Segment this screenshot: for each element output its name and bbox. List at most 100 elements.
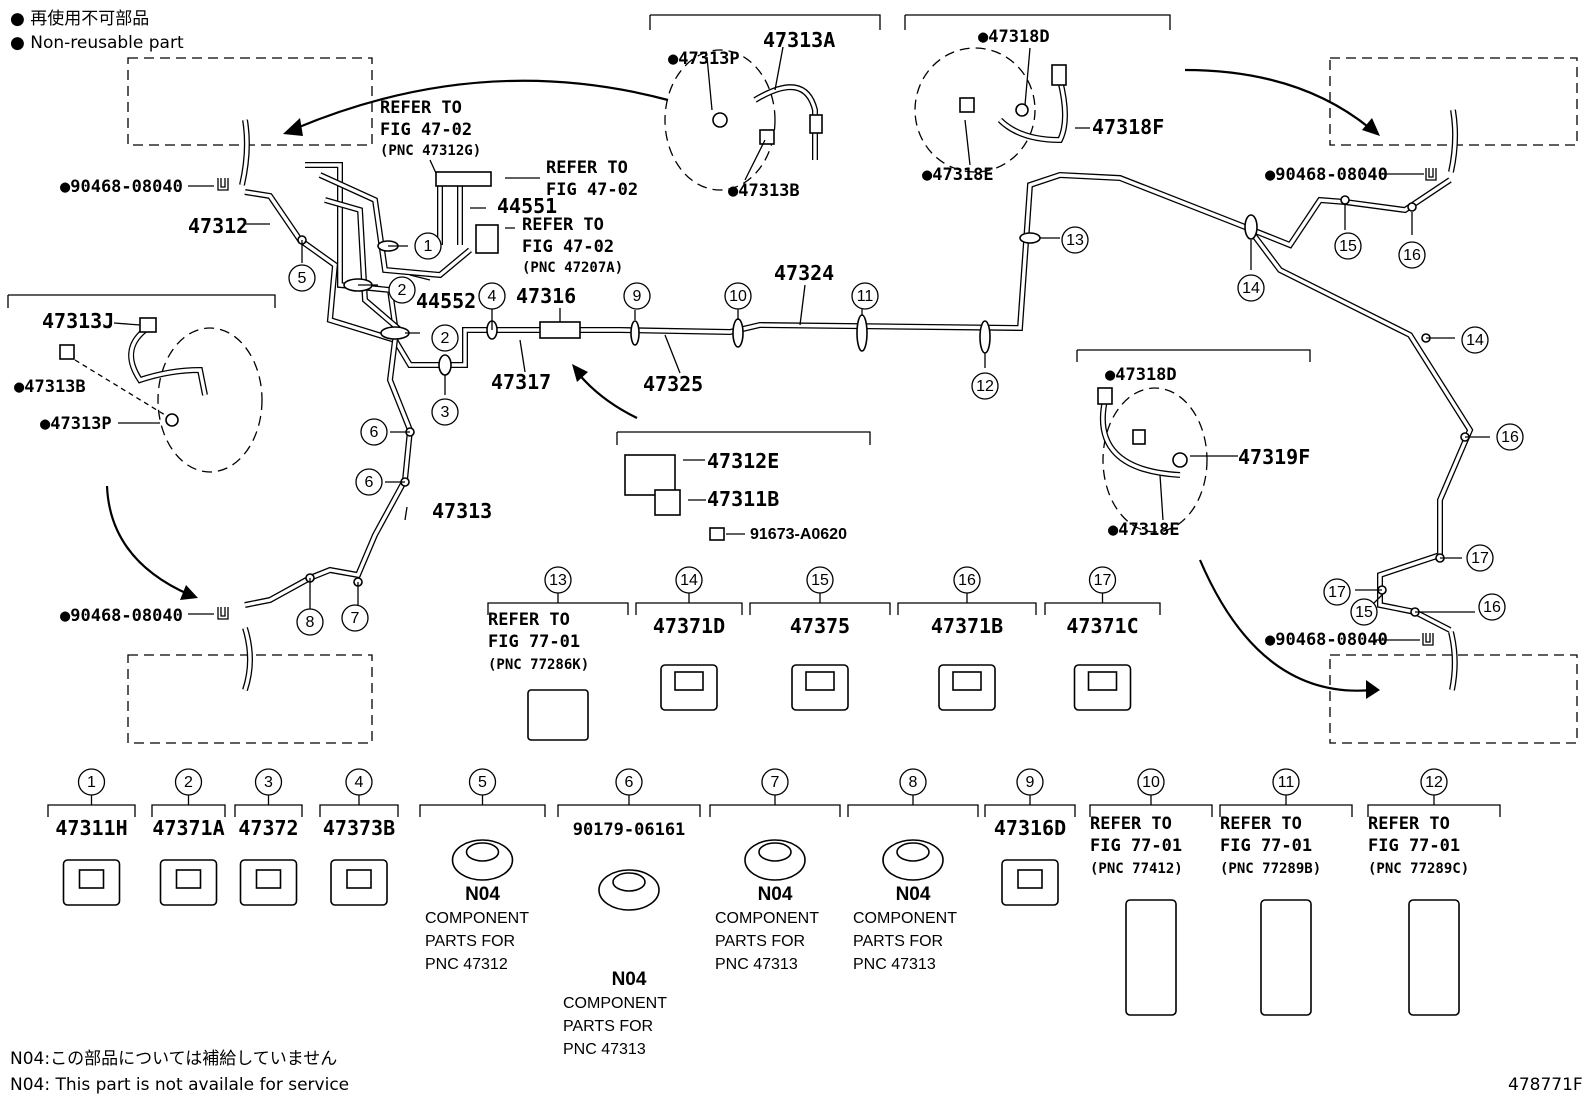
callout-17: 17 <box>1323 578 1351 606</box>
svg-text:PNC 47312: PNC 47312 <box>425 956 508 973</box>
svg-text:N04: N04 <box>465 884 500 905</box>
callout-9: 9 <box>623 282 651 310</box>
svg-text:PARTS FOR: PARTS FOR <box>563 1018 653 1035</box>
svg-text:COMPONENT: COMPONENT <box>715 910 819 927</box>
footer-note-en: N04: This part is not availale for servi… <box>10 1075 349 1095</box>
callout-12: 12 <box>971 372 999 400</box>
svg-text:PNC 47313: PNC 47313 <box>853 956 936 973</box>
callout-16: 16 <box>1496 423 1524 451</box>
svg-text:FIG 47-02: FIG 47-02 <box>546 180 638 200</box>
svg-text:REFER TO: REFER TO <box>380 98 462 118</box>
part-label-47313P-top: ●47313P <box>668 49 740 69</box>
part-label-47313: 47313 <box>432 499 492 523</box>
svg-text:5: 5 <box>298 270 307 287</box>
svg-text:16: 16 <box>958 572 976 589</box>
part-label-47324: 47324 <box>774 261 834 285</box>
svg-text:47371B: 47371B <box>931 614 1003 638</box>
svg-text:4: 4 <box>355 774 364 791</box>
svg-text:FIG 77-01: FIG 77-01 <box>1090 836 1182 856</box>
svg-text:15: 15 <box>811 572 829 589</box>
svg-text:13: 13 <box>549 572 567 589</box>
part-label-47317: 47317 <box>491 370 551 394</box>
callout-6: 6 <box>360 418 388 446</box>
inset-47313A <box>649 14 881 191</box>
callout-1: 1 <box>414 232 442 260</box>
callout-3: 3 <box>431 398 459 426</box>
figure-id: 478771F <box>1508 1075 1583 1095</box>
svg-text:16: 16 <box>1403 247 1421 264</box>
clip-fr <box>1425 168 1437 181</box>
catalog-item-15: 15 47375 <box>749 566 891 711</box>
callout-14: 14 <box>1461 326 1489 354</box>
svg-text:REFER TO: REFER TO <box>546 158 628 178</box>
svg-text:10: 10 <box>729 288 747 305</box>
svg-text:1: 1 <box>87 774 96 791</box>
svg-text:9: 9 <box>1026 774 1035 791</box>
svg-text:(PNC 77412): (PNC 77412) <box>1090 861 1183 877</box>
svg-text:PARTS FOR: PARTS FOR <box>425 933 515 950</box>
part-label-47313P-left: ●47313P <box>40 414 112 434</box>
svg-text:47375: 47375 <box>790 614 850 638</box>
brake-tubes <box>244 162 1474 633</box>
svg-text:REFER TO: REFER TO <box>488 610 570 630</box>
svg-text:14: 14 <box>680 572 698 589</box>
callout-11: 11 <box>851 282 879 310</box>
part-label-47313B-top: ●47313B <box>728 181 800 201</box>
catalog-item-16: 16 47371B <box>897 566 1037 711</box>
svg-text:12: 12 <box>976 378 994 395</box>
svg-text:47316D: 47316D <box>994 816 1066 840</box>
part-label-90468-br: ●90468-08040 <box>1265 630 1388 650</box>
part-label-44551: 44551 <box>497 194 557 218</box>
svg-text:FIG 77-01: FIG 77-01 <box>488 632 580 652</box>
svg-text:FIG 47-02: FIG 47-02 <box>380 120 472 140</box>
svg-text:16: 16 <box>1501 429 1519 446</box>
svg-text:2: 2 <box>398 282 407 299</box>
callout-14: 14 <box>1237 274 1265 302</box>
svg-text:47371D: 47371D <box>653 614 725 638</box>
catalog-item-9: 9 47316D <box>984 768 1076 906</box>
part-label-47312: 47312 <box>188 214 248 238</box>
part-label-47316: 47316 <box>516 284 576 308</box>
callout-13: 13 <box>1061 226 1089 254</box>
svg-text:2: 2 <box>441 330 450 347</box>
svg-text:16: 16 <box>1483 599 1501 616</box>
svg-text:14: 14 <box>1242 280 1260 297</box>
part-label-47313J: 47313J <box>42 309 114 333</box>
callout-7: 7 <box>341 604 369 632</box>
part-label-47318F: 47318F <box>1092 115 1164 139</box>
part-label-47312E: 47312E <box>707 449 779 473</box>
svg-text:2: 2 <box>184 774 193 791</box>
svg-text:N04: N04 <box>612 969 647 990</box>
svg-text:FIG 47-02: FIG 47-02 <box>522 237 614 257</box>
svg-text:REFER TO: REFER TO <box>1220 814 1302 834</box>
callout-6: 6 <box>355 468 383 496</box>
svg-text:4: 4 <box>488 288 497 305</box>
refer-note-fig47-02: REFER TO FIG 47-02 <box>546 158 638 200</box>
svg-text:11: 11 <box>857 288 874 305</box>
svg-text:7: 7 <box>771 774 780 791</box>
svg-text:8: 8 <box>306 614 315 631</box>
callout-15: 15 <box>1350 598 1378 626</box>
refer-note-47312G: REFER TO FIG 47-02 (PNC 47312G) <box>380 98 481 159</box>
part-label-47313B-left: ●47313B <box>14 377 86 397</box>
dashed-box-rear-right <box>1329 654 1578 744</box>
svg-text:13: 13 <box>1066 232 1084 249</box>
callout-5: 5 <box>288 264 316 292</box>
part-label-90468-tr: ●90468-08040 <box>1265 165 1388 185</box>
refer-note-47207A: REFER TO FIG 47-02 (PNC 47207A) <box>522 215 623 276</box>
svg-text:REFER TO: REFER TO <box>522 215 604 235</box>
svg-text:47371C: 47371C <box>1066 614 1138 638</box>
svg-text:7: 7 <box>351 610 360 627</box>
svg-text:REFER TO: REFER TO <box>1090 814 1172 834</box>
part-label-90468-tl: ●90468-08040 <box>60 177 183 197</box>
svg-text:15: 15 <box>1355 604 1373 621</box>
inset-47318F <box>904 14 1171 173</box>
